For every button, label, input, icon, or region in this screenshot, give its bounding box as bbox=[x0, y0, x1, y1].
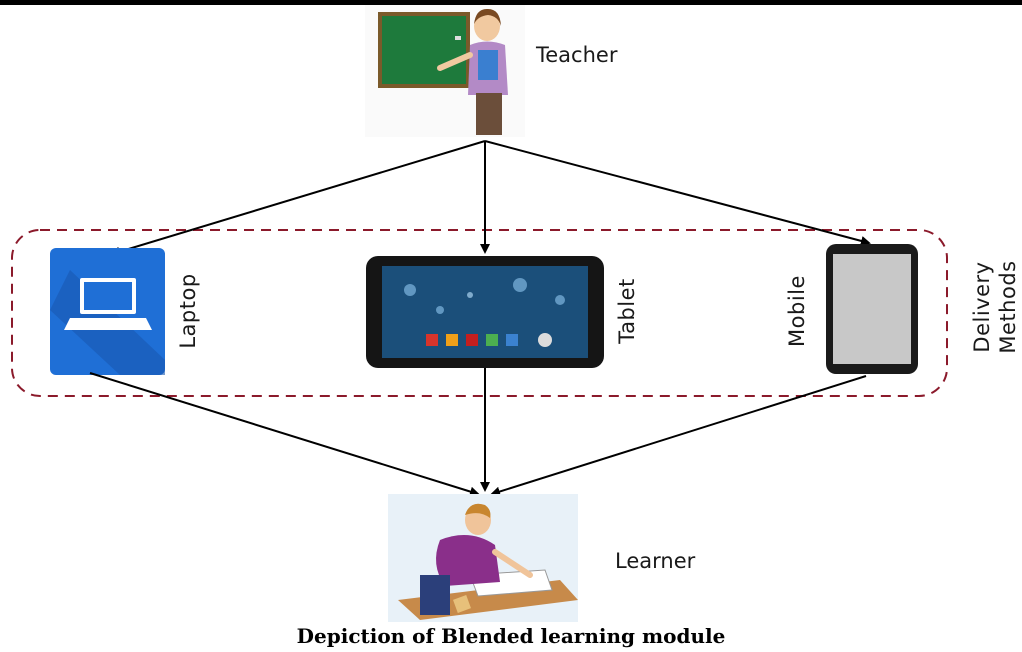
tablet-icon bbox=[366, 256, 604, 368]
mobile-label: Mobile bbox=[785, 275, 809, 347]
arrow-teacher-to-laptop bbox=[110, 140, 486, 257]
mobile-icon bbox=[826, 244, 918, 374]
delivery-methods-line1: Delivery bbox=[970, 261, 994, 353]
arrow-mobile-to-learner bbox=[490, 375, 867, 497]
delivery-methods-line2: Methods bbox=[996, 260, 1020, 354]
teacher-label: Teacher bbox=[535, 43, 618, 67]
top-rule bbox=[0, 0, 1022, 5]
laptop-icon bbox=[50, 248, 165, 375]
delivery-methods-group-border bbox=[11, 229, 948, 397]
laptop-label: Laptop bbox=[176, 273, 200, 349]
figure-caption: Depiction of Blended learning module bbox=[296, 624, 726, 648]
learner-illustration bbox=[388, 494, 578, 622]
teacher-illustration bbox=[365, 5, 525, 137]
arrow-laptop-to-learner bbox=[89, 372, 480, 497]
delivery-methods-label: Delivery Methods bbox=[969, 257, 1021, 357]
tablet-label: Tablet bbox=[615, 278, 639, 344]
learner-label: Learner bbox=[615, 549, 696, 573]
arrow-teacher-to-mobile bbox=[484, 140, 871, 246]
